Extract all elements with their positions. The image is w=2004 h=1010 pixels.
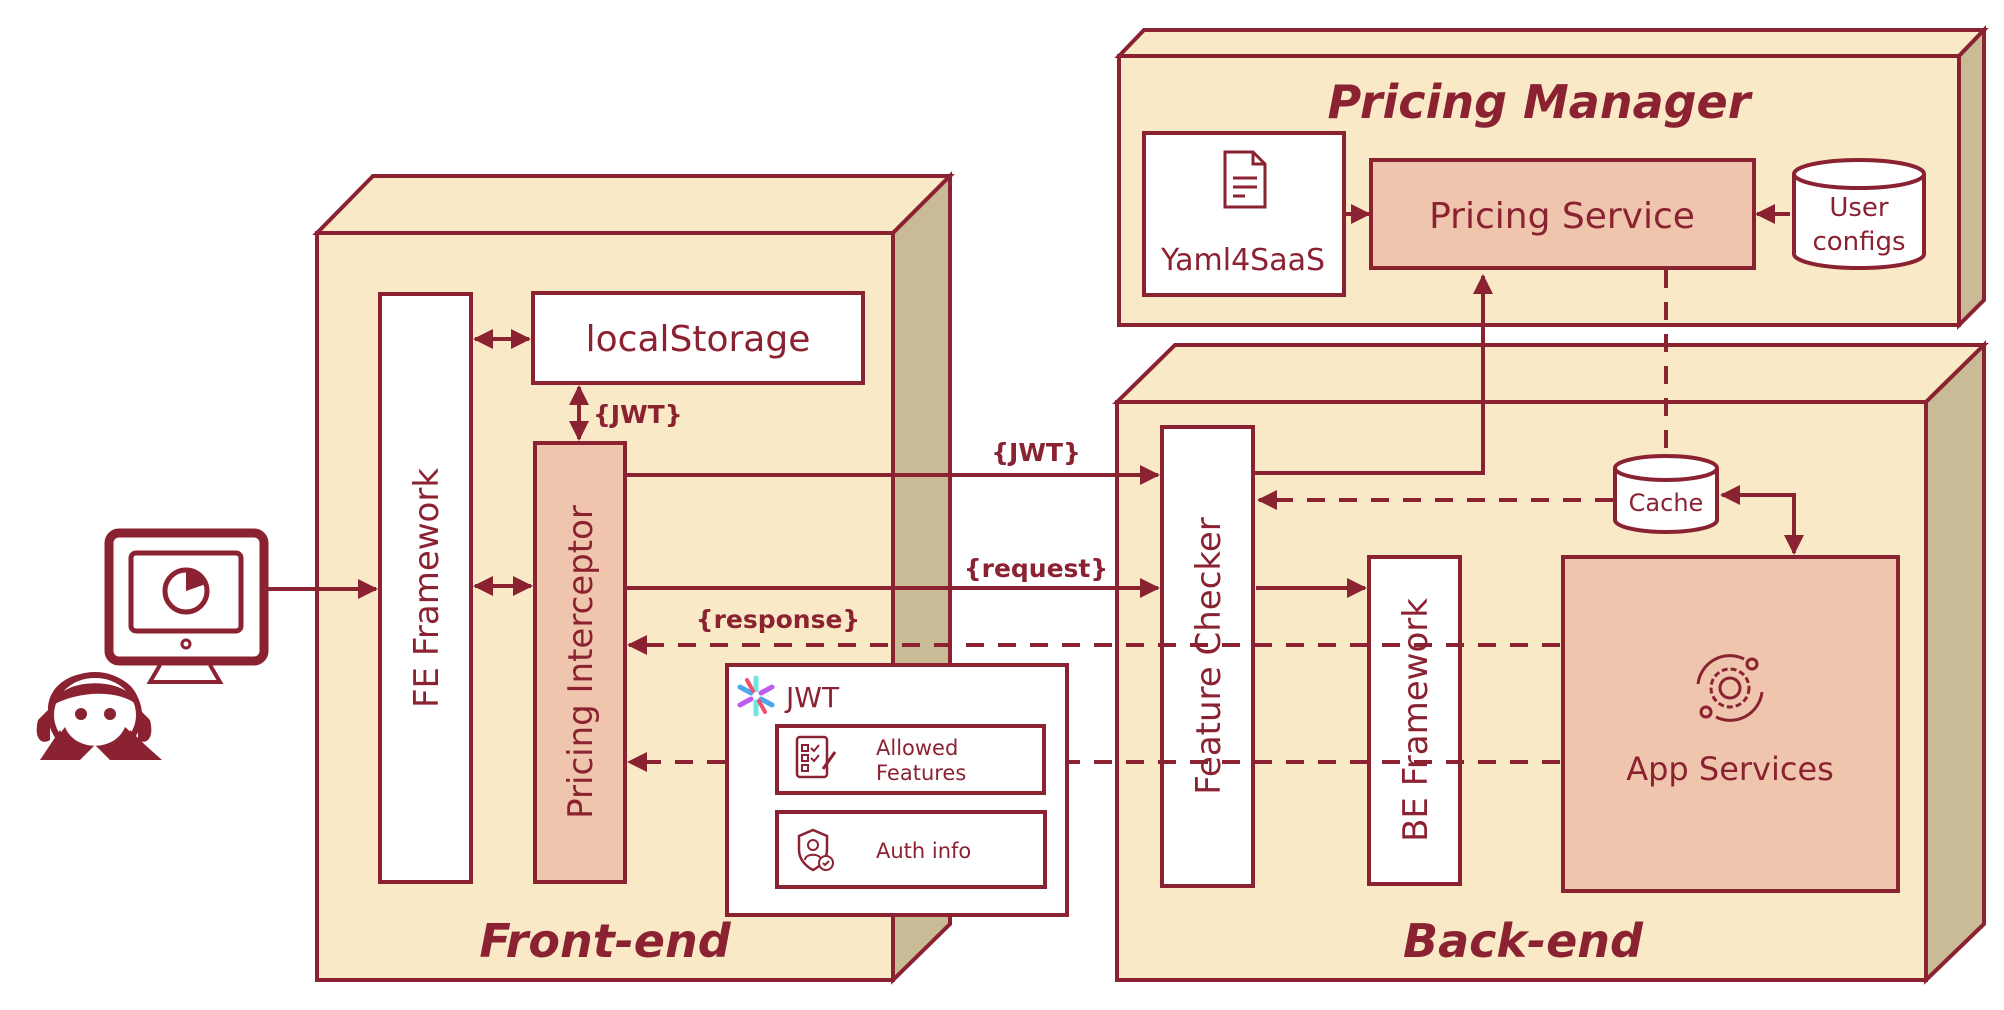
app-services-label: App Services — [1626, 750, 1834, 788]
pricing-interceptor-label: Pricing Interceptor — [561, 505, 601, 819]
fe-framework-label: FE Framework — [407, 468, 447, 708]
pricing-manager-title: Pricing Manager — [1328, 75, 1754, 129]
be-framework-label: BE Framework — [1396, 598, 1436, 842]
be-framework-component[interactable]: BE Framework — [1367, 555, 1462, 886]
cache-database[interactable]: Cache — [1613, 454, 1719, 534]
gear-orbit-icon — [1696, 654, 1764, 722]
frontend-node-top — [312, 174, 955, 235]
jwt-item-allowed-features: Allowed Features — [775, 724, 1046, 795]
backend-node-top — [1112, 343, 1989, 404]
pricing-service-component[interactable]: Pricing Service — [1369, 158, 1756, 270]
user-at-computer-icon — [36, 528, 269, 760]
jwt-item-auth-info: Auth info — [775, 810, 1047, 889]
allowed-features-label-line2: Features — [876, 761, 966, 785]
local-storage-component[interactable]: localStorage — [531, 291, 865, 385]
fe-framework-component[interactable]: FE Framework — [378, 292, 473, 884]
pricing-manager-node: Pricing Manager Yaml4SaaS Pricing Servic… — [1114, 25, 1989, 330]
user-configs-label-line2: configs — [1812, 227, 1905, 257]
user-configs-database[interactable]: User configs — [1792, 158, 1926, 270]
auth-info-label: Auth info — [876, 839, 971, 863]
document-icon — [1223, 150, 1267, 209]
checklist-icon — [795, 735, 837, 779]
shield-user-icon — [797, 828, 834, 872]
allowed-features-label-line1: Allowed — [876, 736, 958, 760]
response-edge-label: {response} — [696, 605, 860, 634]
cache-app-services-arrow — [1720, 485, 1804, 555]
yaml4saas-component[interactable]: Yaml4SaaS — [1142, 131, 1346, 297]
backend-node: Back-end Feature Checker BE Framework Ap… — [1112, 340, 1989, 985]
backend-node-side — [1924, 340, 1986, 985]
pricing-manager-node-side — [1957, 25, 1986, 330]
jwt-card: JWT Allowed Features — [725, 663, 1069, 917]
frontend-title: Front-end — [479, 914, 731, 968]
pricing-service-label: Pricing Service — [1429, 196, 1695, 237]
backend-title: Back-end — [1403, 914, 1644, 968]
jwt-edge-label: {JWT} — [991, 438, 1081, 467]
pricing-interceptor-component[interactable]: Pricing Interceptor — [533, 441, 627, 884]
feature-checker-component[interactable]: Feature Checker — [1160, 425, 1255, 888]
feature-checker-label: Feature Checker — [1189, 517, 1229, 795]
pricing-manager-node-top — [1114, 28, 1989, 58]
cache-label: Cache — [1629, 489, 1704, 517]
yaml4saas-label: Yaml4SaaS — [1160, 243, 1325, 278]
feature-checker-to-pricing-service-arrow — [1253, 274, 1493, 475]
request-edge-label: {request} — [964, 554, 1108, 583]
jwt-logo-icon — [737, 675, 775, 717]
app-services-component[interactable]: App Services — [1561, 555, 1900, 893]
storage-jwt-label: {JWT} — [593, 400, 683, 429]
jwt-card-title: JWT — [784, 681, 840, 714]
user-configs-label-line1: User — [1829, 193, 1889, 223]
local-storage-label: localStorage — [586, 319, 811, 360]
